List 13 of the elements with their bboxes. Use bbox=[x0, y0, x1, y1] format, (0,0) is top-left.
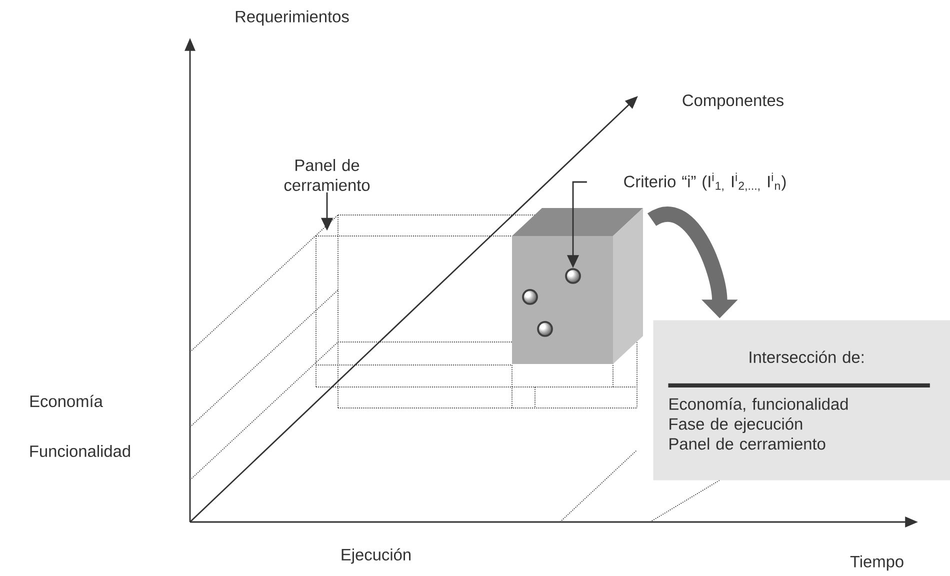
sphere-drawing bbox=[537, 321, 553, 337]
callout-text: Panel de cerramiento bbox=[284, 159, 370, 191]
axis-label: Funcionalidad bbox=[30, 444, 130, 458]
axis-label: Ejecución bbox=[342, 548, 410, 564]
axis-label: Componentes bbox=[682, 94, 784, 110]
sphere-drawing bbox=[522, 289, 538, 305]
axis-label: Tiempo bbox=[850, 555, 904, 571]
cube-drawing bbox=[512, 208, 643, 364]
axis-label: Requerimientos bbox=[236, 10, 349, 26]
axis-label: Economía bbox=[30, 394, 103, 408]
callout-text: Criterio “i” (I$^{i}$$_{1,}$ I$^{i}$$_{2,...,}$ I$^{i}$$_{n}$) bbox=[624, 172, 786, 192]
sphere-drawing bbox=[565, 268, 581, 284]
info-box: Intersección de: Economía, funcionalidad Fase de ejecución Panel de cerramiento bbox=[653, 320, 950, 480]
